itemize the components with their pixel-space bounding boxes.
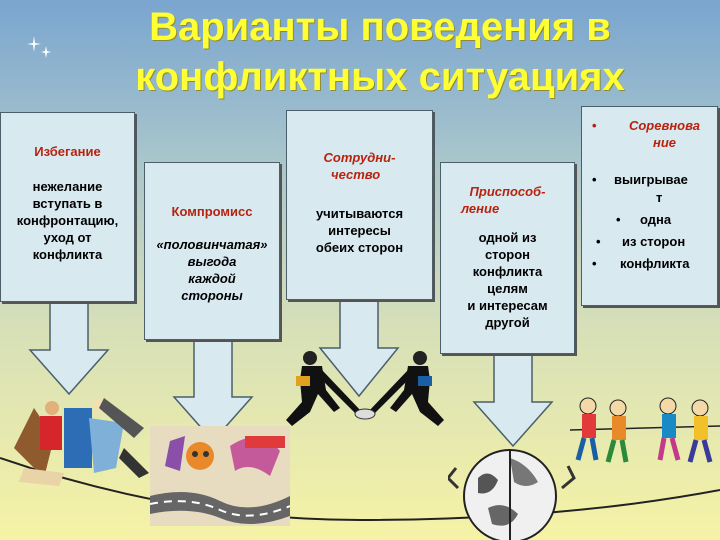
sparkle-icon xyxy=(27,36,51,58)
bullet-icon: • xyxy=(592,256,597,271)
card-adaptation-line: сторон xyxy=(484,247,531,262)
card-avoidance-heading: Избегание xyxy=(34,144,101,159)
card-avoidance: Избегание нежелание вступать в конфронта… xyxy=(0,112,135,302)
adaptation-illustration xyxy=(448,449,576,540)
card-compromise-line: стороны xyxy=(181,288,243,303)
card-compromise-line: каждой xyxy=(188,271,236,286)
card-cooperation-line: обеих сторон xyxy=(315,240,404,255)
ground-curve xyxy=(0,457,720,522)
card-competition-bullet: из сторон xyxy=(622,234,686,249)
card-adaptation-heading: Приспособ- xyxy=(469,184,546,199)
card-competition-bullet: одна xyxy=(640,212,672,227)
card-competition-heading: Соревнова xyxy=(628,118,701,133)
card-compromise-heading: Компромисс xyxy=(171,204,253,219)
card-adaptation-line: конфликта xyxy=(472,264,543,279)
card-competition-bullet: выигрывае xyxy=(614,172,688,187)
card-compromise: Компромисс «половинчатая» выгода каждой … xyxy=(144,162,280,340)
arrow-avoidance xyxy=(28,298,110,396)
bullet-icon: • xyxy=(616,212,621,227)
card-cooperation-line: учитываются xyxy=(315,206,404,221)
card-avoidance-line: уход от xyxy=(43,230,92,245)
card-avoidance-line: нежелание xyxy=(32,179,103,194)
arrow-cooperation xyxy=(318,296,400,398)
bullet-icon: • xyxy=(596,234,601,249)
card-adaptation-line: другой xyxy=(485,315,530,330)
card-compromise-line: «половинчатая» xyxy=(156,237,268,252)
arrow-adaptation xyxy=(472,350,554,448)
card-competition-bullet: конфликта xyxy=(620,256,690,271)
card-competition-bullet: т xyxy=(656,190,663,205)
card-adaptation-line: одной из xyxy=(478,230,537,245)
card-cooperation-heading: Сотрудни- xyxy=(323,150,396,165)
card-cooperation: Сотрудни- чество учитываются интересы об… xyxy=(286,110,433,300)
avoidance-illustration xyxy=(14,398,149,486)
card-adaptation: Приспособ- ление одной из сторон конфлик… xyxy=(440,162,575,354)
card-avoidance-line: конфликта xyxy=(32,247,103,262)
card-competition: • Соревнова ние • выигрывае т • одна • и… xyxy=(581,106,718,306)
card-avoidance-line: конфронтацию, xyxy=(16,213,119,228)
competition-illustration xyxy=(570,397,720,463)
card-adaptation-line: и интересам xyxy=(467,298,548,313)
card-adaptation-heading: ление xyxy=(461,201,500,216)
cooperation-illustration xyxy=(286,351,444,426)
card-cooperation-heading: чество xyxy=(331,167,381,182)
card-cooperation-line: интересы xyxy=(328,223,391,238)
card-adaptation-line: целям xyxy=(487,281,528,296)
slide-title: Варианты поведения в конфликтных ситуаци… xyxy=(135,5,625,99)
card-competition-heading: ние xyxy=(652,135,677,150)
bullet-icon: • xyxy=(592,118,597,133)
bullet-icon: • xyxy=(592,172,597,187)
card-compromise-line: выгода xyxy=(187,254,237,269)
compromise-illustration xyxy=(150,426,290,526)
card-avoidance-line: вступать в xyxy=(32,196,103,211)
arrow-compromise xyxy=(172,335,254,443)
